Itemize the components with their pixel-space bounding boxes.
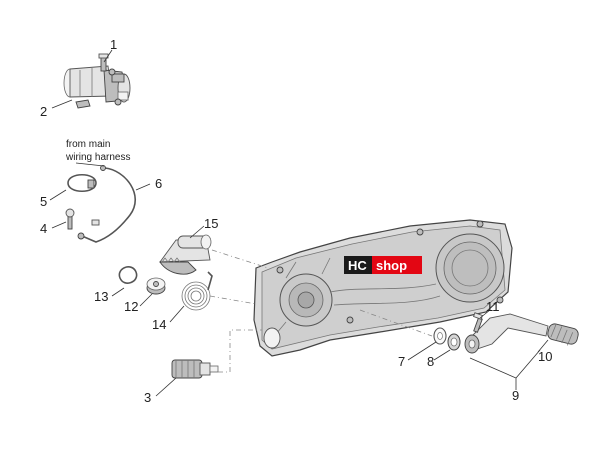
callout-11: 11 (486, 299, 500, 314)
callout-8: 8 (427, 354, 434, 369)
callout-2: 2 (40, 104, 47, 119)
callout-15: 15 (204, 216, 218, 231)
harness-note-line2: wiring harness (65, 152, 130, 163)
hcshop-logo: HC shop (344, 256, 422, 274)
callout-12: 12 (124, 299, 138, 314)
kickstart-lever (464, 313, 549, 354)
logo-right-bg (372, 256, 422, 274)
bush (146, 277, 166, 295)
harness-note-line1: from main (66, 139, 110, 150)
lever-rubber (547, 323, 579, 346)
callout-6: 6 (155, 176, 162, 191)
callout-numbers: 1 2 3 4 5 6 7 8 9 10 11 12 13 14 15 (40, 37, 552, 405)
washer (433, 327, 447, 345)
starter-motor (63, 65, 131, 109)
callout-7: 7 (398, 354, 405, 369)
wire-cable (77, 165, 136, 243)
callout-5: 5 (40, 194, 47, 209)
kickstart-gear-sector (159, 234, 212, 275)
assembly-axis-lines (209, 249, 433, 373)
seal-ring (447, 333, 461, 351)
coil-spring (181, 271, 213, 311)
callout-13: 13 (94, 289, 108, 304)
bolt (65, 208, 75, 230)
callout-10: 10 (538, 349, 552, 364)
cable-clamp (67, 173, 97, 193)
transmission-cover (253, 219, 513, 357)
spring-clip (118, 266, 138, 284)
callout-3: 3 (144, 390, 151, 405)
logo-right-text: shop (376, 258, 407, 273)
starter-screw (98, 53, 109, 72)
starter-pinion (171, 359, 219, 379)
harness-note: from main wiring harness (65, 139, 130, 167)
callout-1: 1 (110, 37, 117, 52)
callout-9: 9 (512, 388, 519, 403)
logo-left-text: HC (348, 258, 367, 273)
callout-4: 4 (40, 221, 47, 236)
leader-lines (49, 49, 549, 397)
callout-14: 14 (152, 317, 166, 332)
logo-left-bg (344, 256, 372, 274)
